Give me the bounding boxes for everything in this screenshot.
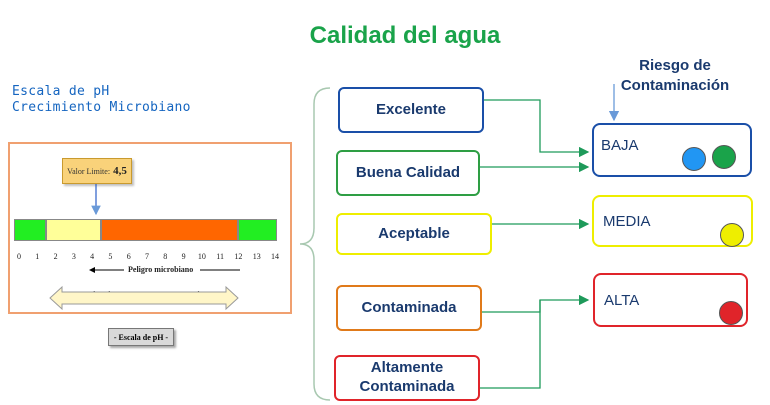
risk-dot [720,223,744,247]
ph-tick-label: 3 [71,252,76,261]
ph-tick-label: 13 [252,252,261,261]
ph-segment [101,219,239,241]
ph-tick-label: 6 [126,252,131,261]
ph-tick-label: 5 [108,252,113,261]
risk-label: BAJA [601,137,639,154]
limit-value-label: Valor Limite: [67,166,111,176]
ph-tick-label: 12 [234,252,243,261]
ph-scale-label: Escala de pH [12,84,110,99]
category-contaminada: Contaminada [336,285,482,331]
category-aceptable: Aceptable [336,213,492,255]
growth-range-double-arrow [49,285,239,311]
ph-segment [46,219,102,241]
category-excelente: Excelente [338,87,484,133]
category-label: Altamente Contaminada [359,359,455,395]
ph-tick-label: 2 [53,252,58,261]
microbial-danger-label: Peligro microbiano [128,265,194,274]
category-label: Excelente [375,100,447,118]
risk-label: MEDIA [603,213,651,230]
ph-tick-label: 10 [197,252,206,261]
ph-tick-label: 4 [90,252,95,261]
limit-value-callout: Valor Limite: 4,5 [62,158,132,184]
category-brace [299,87,331,401]
risk-media: MEDIA [592,195,753,247]
category-label: Buena Calidad [355,163,461,181]
ph-tick-label: 7 [145,252,149,261]
ph-tick-label: 8 [163,252,168,261]
ph-scale-caption: - Escala de pH - [108,328,174,346]
risk-label: ALTA [604,292,640,309]
connector-contaminada-alta [482,294,590,313]
category-label: Contaminada [361,298,457,316]
ph-tick-label: 9 [181,252,186,261]
ph-segment [238,219,277,241]
ph-segment [14,219,47,241]
ph-tick-label: 0 [17,252,21,261]
connector-excelente-baja [484,99,590,158]
risk-baja: BAJA [592,123,752,177]
category-altamente-contaminada: Altamente Contaminada [334,355,480,401]
ph-tick-label: 11 [216,252,224,261]
category-buena-calidad: Buena Calidad [336,150,480,196]
risk-dot [712,145,736,169]
page-title: Calidad del agua [309,22,501,49]
connector-altamente-alta [480,300,541,389]
ph-tick-label: 1 [35,252,40,261]
risk-alta: ALTA [593,273,748,327]
limit-value-number: 4,5 [113,165,127,177]
risk-dot [719,301,743,325]
ph-tick-label: 14 [271,252,279,261]
microbial-growth-label: Crecimiento Microbiano [12,100,191,115]
risk-header: Riesgo de Contaminación [620,57,730,94]
category-label: Aceptable [378,224,450,242]
risk-dot [682,147,706,171]
